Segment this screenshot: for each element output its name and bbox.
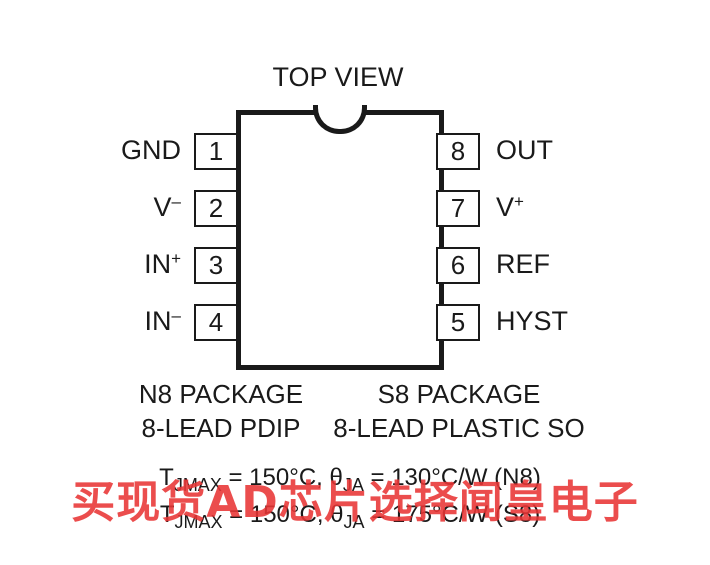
- ic-package-body: [236, 110, 444, 370]
- s8-package-desc: 8-LEAD PLASTIC SO: [333, 413, 585, 443]
- watermark-text: 买现货AD芯片选择闻皇电子: [71, 477, 639, 528]
- n8-package-caption: N8 PACKAGE 8-LEAD PDIP: [121, 377, 321, 445]
- thermal-spec-s8: TJMAX = 150°C, θJA = 175°C/W (S8): [159, 501, 541, 532]
- pin-5-label: HYST: [496, 306, 569, 336]
- thermal-spec-n8: TJMAX = 150°C, θJA = 130°C/W (N8): [159, 464, 541, 495]
- pin-5-box: 5: [436, 304, 480, 341]
- pin-8-box: 8: [436, 133, 480, 170]
- pin-3-box: 3: [194, 247, 238, 284]
- pin-6-box: 6: [436, 247, 480, 284]
- pin-8-label: OUT: [496, 135, 553, 165]
- n8-package-desc: 8-LEAD PDIP: [141, 413, 301, 443]
- pin-4-label: IN–: [144, 306, 181, 336]
- pin-7-box: 7: [436, 190, 480, 227]
- pin-4-box: 4: [194, 304, 238, 341]
- s8-package-caption: S8 PACKAGE 8-LEAD PLASTIC SO: [320, 377, 598, 445]
- pin-6-label: REF: [496, 249, 550, 279]
- n8-package-name: N8 PACKAGE: [138, 379, 304, 409]
- pin-3-label: IN+: [144, 249, 181, 279]
- top-view-title: TOP VIEW: [272, 62, 404, 92]
- pin-1-box: 1: [194, 133, 238, 170]
- pin-7-label: V+: [496, 192, 524, 222]
- s8-package-name: S8 PACKAGE: [377, 379, 541, 409]
- pin-1-label: GND: [121, 135, 181, 165]
- pin-2-label: V–: [153, 192, 181, 222]
- pin-2-box: 2: [194, 190, 238, 227]
